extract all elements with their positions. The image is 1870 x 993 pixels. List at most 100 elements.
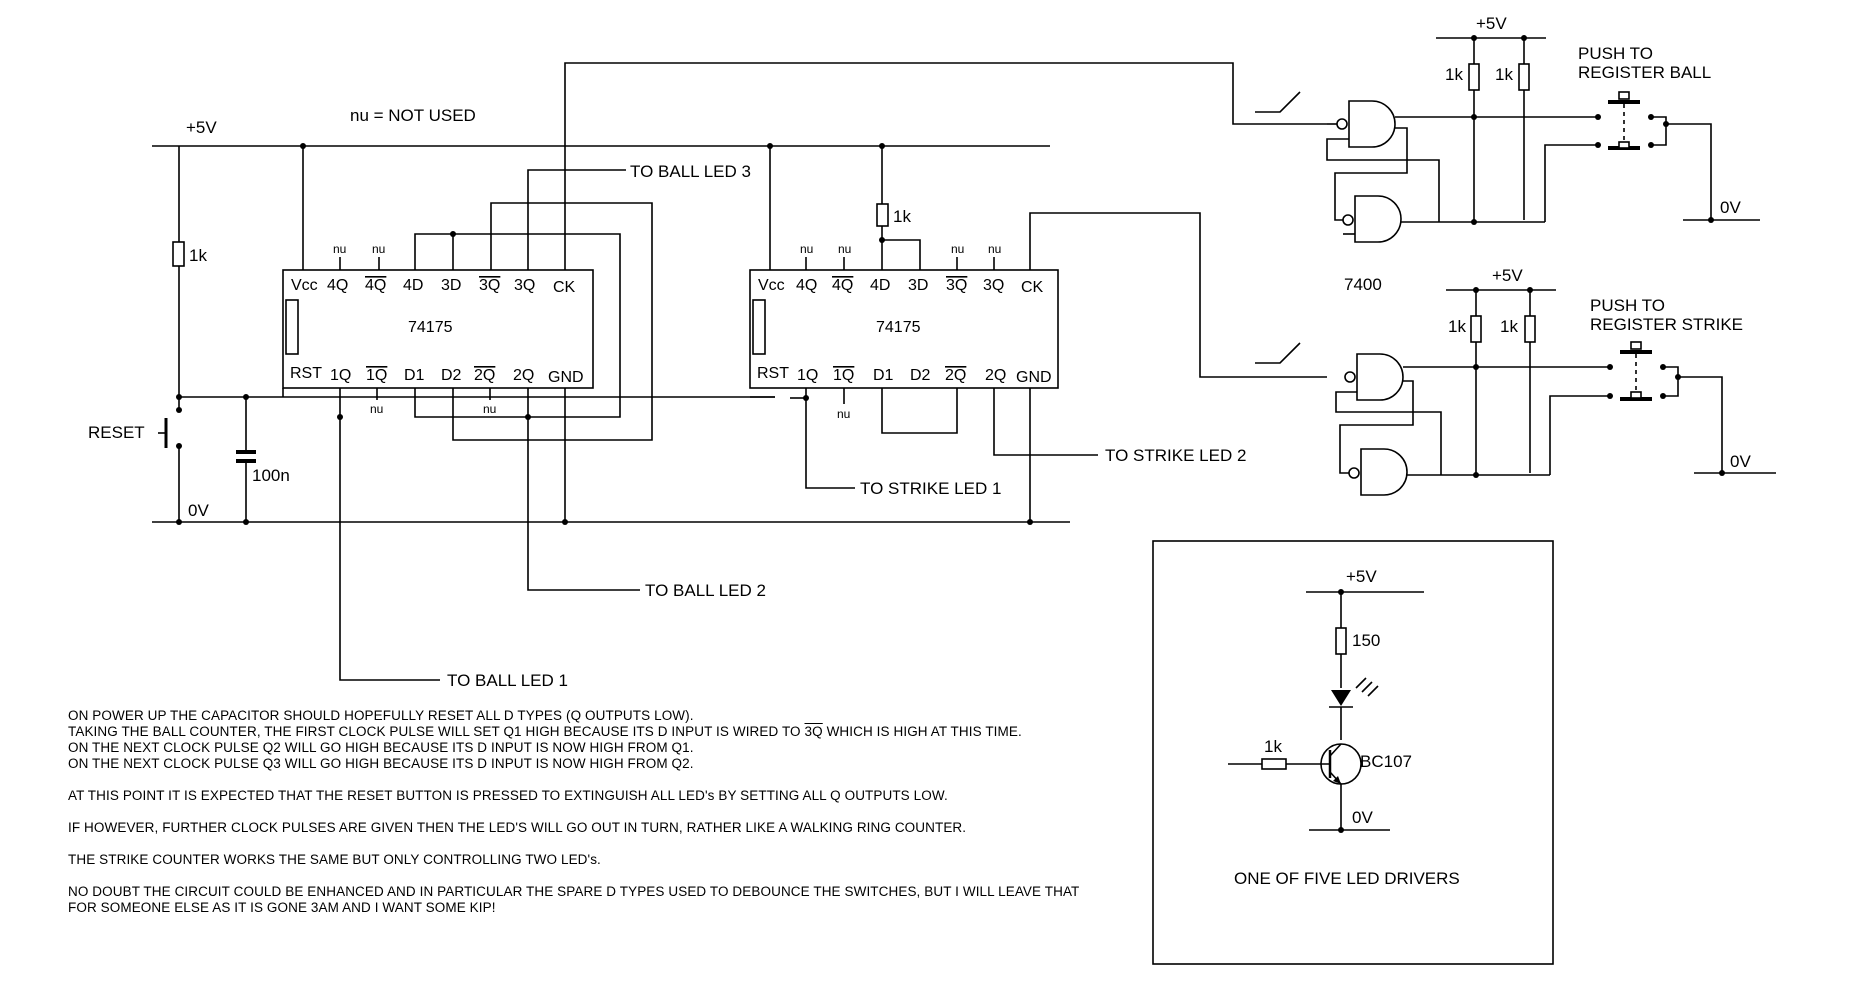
strike-nand-gate-1 [1356, 353, 1404, 401]
reset-pullup-resistor [172, 241, 185, 267]
ball-switch-label-1: PUSH TO [1578, 44, 1653, 63]
vcc-label: +5V [186, 118, 217, 137]
chip-left-notch [285, 299, 299, 355]
reset-label: RESET [88, 423, 145, 442]
chip-right-pin-1q: 1Q [797, 367, 818, 384]
chip-left-pin-d2: D2 [441, 367, 462, 384]
ball-switch-label-2: REGISTER BALL [1578, 63, 1711, 82]
out-ball-led-1: TO BALL LED 1 [447, 671, 568, 690]
chip-right-pin-1q-bar: 1Q [833, 367, 854, 384]
not-used-legend: nu = NOT USED [350, 106, 476, 125]
chip-left-pin-4q: 4Q [327, 277, 348, 294]
led-driver-caption: ONE OF FIVE LED DRIVERS [1234, 869, 1460, 888]
led-driver-supply: +5V [1346, 567, 1377, 586]
chip-right-pin-vcc: Vcc [758, 277, 785, 294]
chip-right-pin-d2: D2 [910, 367, 931, 384]
note-text: TAKING THE BALL COUNTER, THE FIRST CLOCK… [68, 724, 801, 739]
chip-left-pin-d1: D1 [404, 367, 425, 384]
chip-left-pin-rst: RST [290, 365, 322, 382]
ball-r1-label: 1k [1445, 65, 1463, 84]
strike-switch-label-2: REGISTER STRIKE [1590, 315, 1743, 334]
out-ball-led-3: TO BALL LED 3 [630, 162, 751, 181]
chip-left-pin-vcc: Vcc [291, 277, 318, 294]
chip-left-74175: 74175 Vcc 4Q 4Q 4D 3D 3Q 3Q CK RST 1Q 1Q… [282, 62, 1327, 690]
gate-chip-label: 7400 [1344, 275, 1382, 294]
note-line: THE STRIKE COUNTER WORKS THE SAME BUT ON… [68, 852, 601, 867]
reset-resistor-label: 1k [189, 246, 207, 265]
supply-rails: +5V 0V nu = NOT USED [152, 106, 1070, 523]
note-text: WHICH IS HIGH AT THIS TIME. [826, 724, 1022, 739]
led-driver-gnd: 0V [1352, 808, 1373, 827]
note-line: FOR SOMEONE ELSE AS IT IS GONE 3AM AND I… [68, 900, 496, 915]
strike-supply-label: +5V [1492, 266, 1523, 285]
chip-left-pin-3d: 3D [441, 277, 461, 294]
chip-left-pin-3q: 3Q [514, 277, 535, 294]
note-line: ON POWER UP THE CAPACITOR SHOULD HOPEFUL… [68, 708, 694, 723]
out-strike-led-1: TO STRIKE LED 1 [860, 479, 1001, 498]
ball-r2-label: 1k [1495, 65, 1513, 84]
note-line: IF HOWEVER, FURTHER CLOCK PULSES ARE GIV… [68, 820, 967, 835]
strike-switch-label-1: PUSH TO [1590, 296, 1665, 315]
strike-resistor-1 [1470, 315, 1482, 343]
out-strike-led-2: TO STRIKE LED 2 [1105, 446, 1246, 465]
ball-nand-gate-2 [1354, 195, 1402, 243]
strike-r1-label: 1k [1448, 317, 1466, 336]
chip-left-pin-1q: 1Q [330, 367, 351, 384]
chip-right-pin-rst: RST [757, 365, 789, 382]
chip-right-pin-d1: D1 [873, 367, 894, 384]
nu-marker: nu [838, 242, 851, 256]
ball-resistor-2 [1518, 63, 1530, 91]
chip-right-pin-2q: 2Q [985, 367, 1006, 384]
capacitor-label: 100n [252, 466, 290, 485]
note-line: ON THE NEXT CLOCK PULSE Q3 WILL GO HIGH … [68, 756, 694, 771]
chip-right-name: 74175 [876, 319, 921, 336]
chip-left-pin-4d: 4D [403, 277, 423, 294]
chip-right-pin-4q-bar: 4Q [832, 277, 853, 294]
strike-nand-gate-2 [1360, 448, 1408, 496]
chip-right-pin-3d: 3D [908, 277, 928, 294]
ball-resistor-1 [1468, 63, 1480, 91]
chip-right-pin-4q: 4Q [796, 277, 817, 294]
chip-right-pin-gnd: GND [1016, 369, 1052, 386]
chip-right-pin-ck: CK [1021, 279, 1044, 296]
base-resistor [1261, 758, 1287, 770]
note-line: ON THE NEXT CLOCK PULSE Q2 WILL GO HIGH … [68, 740, 694, 755]
chip-left-pin-ck: CK [553, 279, 576, 296]
nu-marker: nu [837, 407, 850, 421]
led-driver: +5V 150 0V 1k BC107 ONE OF FIVE LED DRIV… [1152, 540, 1554, 965]
chip-left-pin-gnd: GND [548, 369, 584, 386]
chip-left-pin-4q-bar: 4Q [365, 277, 386, 294]
chip-right-body [749, 269, 1059, 389]
chip-right-notch [752, 299, 766, 355]
strike-gnd-label: 0V [1730, 452, 1751, 471]
nu-marker: nu [372, 242, 385, 256]
led-driver-frame [1152, 540, 1554, 965]
note-line: AT THIS POINT IT IS EXPECTED THAT THE RE… [68, 788, 948, 803]
nu-marker: nu [800, 242, 813, 256]
chip-left-pin-2q-bar: 2Q [474, 367, 495, 384]
led-icon [1331, 690, 1351, 706]
strike-r2-label: 1k [1500, 317, 1518, 336]
chip-right-pin-3q: 3Q [983, 277, 1004, 294]
base-resistor-label: 1k [1264, 737, 1282, 756]
note-line: NO DOUBT THE CIRCUIT COULD BE ENHANCED A… [68, 884, 1080, 899]
chip-right-pullup-label: 1k [893, 207, 911, 226]
nu-marker: nu [988, 242, 1001, 256]
out-ball-led-2: TO BALL LED 2 [645, 581, 766, 600]
note-line: TAKING THE BALL COUNTER, THE FIRST CLOCK… [68, 724, 1168, 740]
reset-circuit: 1k RESET 100n [88, 146, 775, 525]
strike-resistor-2 [1524, 315, 1536, 343]
led-resistor [1335, 627, 1347, 655]
chip-left-name: 74175 [408, 319, 453, 336]
chip-right-pin-2q-bar: 2Q [945, 367, 966, 384]
chip-right-pin-3q-bar: 3Q [946, 277, 967, 294]
ball-debounce: +5V 1k 1k [1255, 14, 1760, 243]
chip-left-pin-2q: 2Q [513, 367, 534, 384]
ball-supply-label: +5V [1476, 14, 1507, 33]
explanation-notes: ON POWER UP THE CAPACITOR SHOULD HOPEFUL… [68, 708, 1168, 916]
ball-nand-gate-1 [1348, 100, 1396, 148]
ball-gnd-label: 0V [1720, 198, 1741, 217]
nu-marker: nu [483, 402, 496, 416]
transistor-label: BC107 [1360, 752, 1412, 771]
